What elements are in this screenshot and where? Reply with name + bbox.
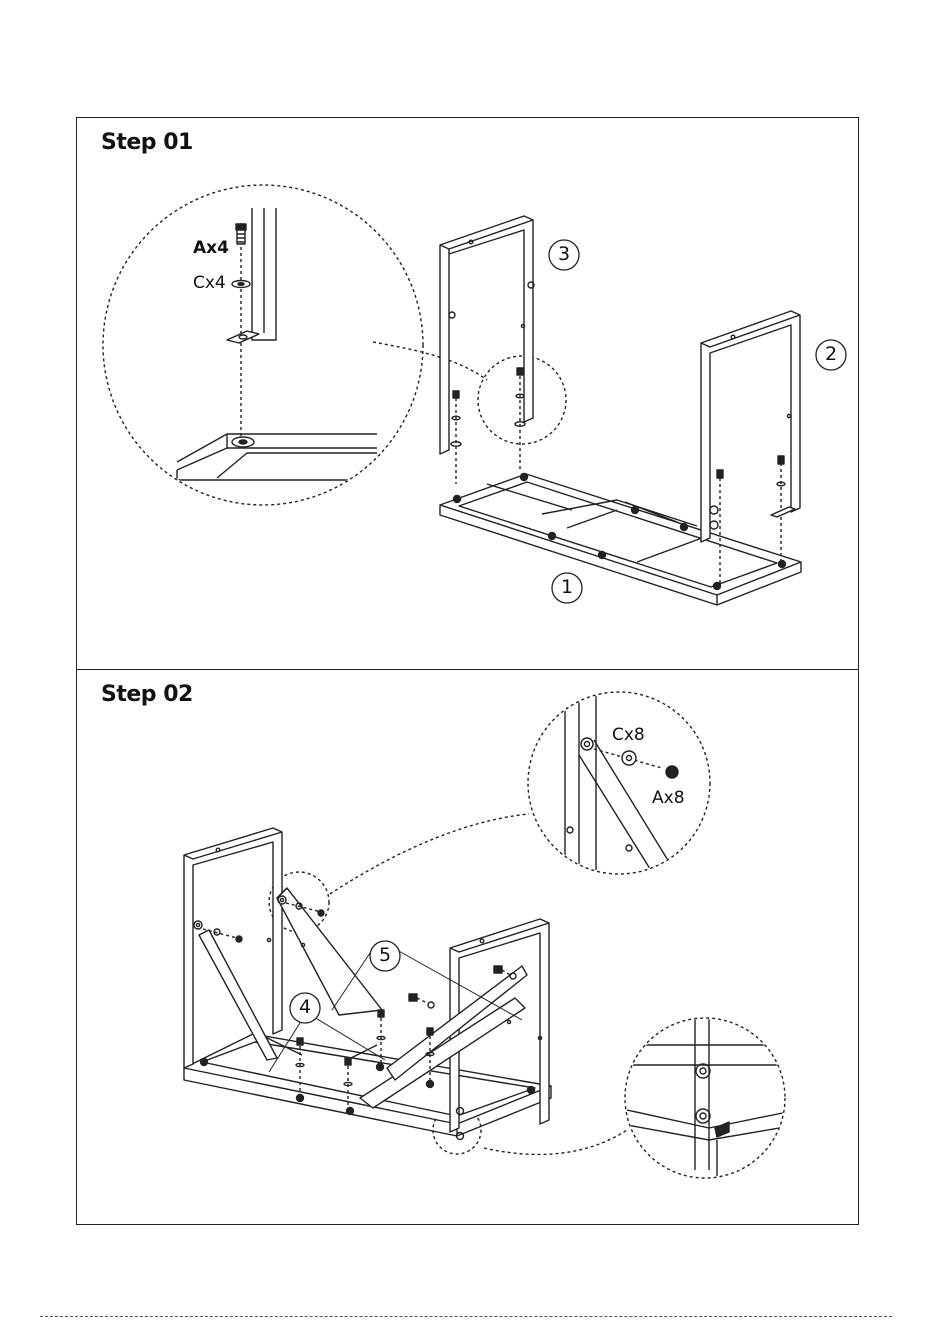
callout-2: 2 [815,339,847,375]
callout-2-number: 2 [815,343,847,365]
step-02-panel: Step 02 [76,669,859,1225]
step-01-illustration [77,118,860,671]
step-01-panel: Step 01 [76,117,859,670]
callout-4-number: 4 [289,996,321,1018]
callout-4: 4 [289,992,321,1028]
part-1-base-frame [440,474,801,606]
part-3-side-frame [440,216,534,484]
assembled-frame [184,828,551,1140]
callout-1-number: 1 [551,576,583,598]
step-02-connector-top [330,814,529,894]
step-02-detail-circle-bottom [625,1010,797,1190]
callout-3-number: 3 [548,243,580,265]
step-02-washer-label: Cx8 [612,725,645,745]
callout-5-number: 5 [369,944,401,966]
callout-5: 5 [369,940,401,976]
step-01-detail-connector [373,342,487,380]
step-02-connector-bottom [484,1130,627,1154]
step-02-illustration [77,670,860,1226]
step-01-detail-circle [103,185,423,505]
step-01-washer-label: Cx4 [193,273,226,293]
step-02-screw-label: Ax8 [652,788,685,808]
page-bottom-rule [40,1316,892,1317]
callout-1: 1 [551,572,583,608]
step-01-screw-label: Ax4 [193,238,229,258]
callout-3: 3 [548,239,580,275]
